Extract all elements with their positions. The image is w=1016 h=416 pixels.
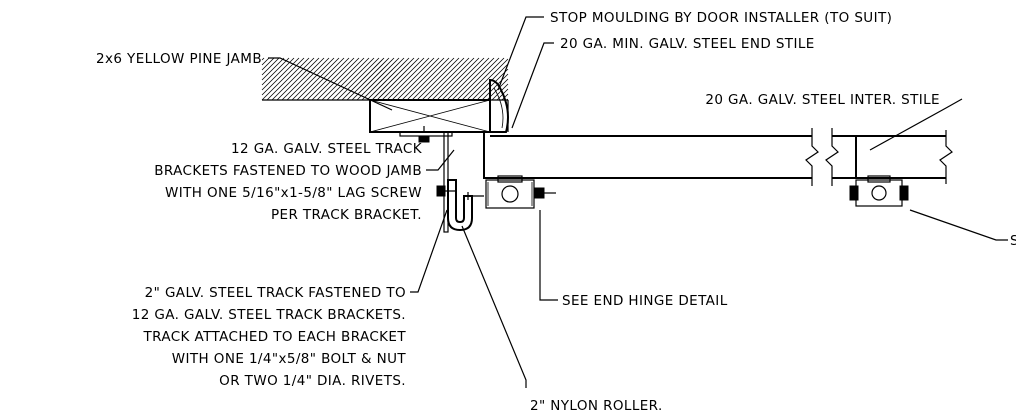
door-panel [484,128,953,186]
leader-lines [268,16,1008,388]
label-brackets-line-2: BRACKETS FASTENED TO WOOD JAMB [154,163,422,179]
track-bracket [399,126,453,233]
label-track-line-4: WITH ONE 1/4"x5/8" BOLT & NUT [172,351,407,367]
label-roller: 2" NYLON ROLLER. [530,398,663,414]
intermediate-hinge [849,175,909,207]
label-track-line-5: OR TWO 1/4" DIA. RIVETS. [219,373,406,389]
yellow-pine-jamb [369,99,491,133]
label-track-line-2: 12 GA. GALV. STEEL TRACK BRACKETS. [132,307,406,323]
label-end-stile: 20 GA. MIN. GALV. STEEL END STILE [560,36,815,52]
end-hinge-roller [467,175,556,209]
stop-moulding [489,78,509,133]
label-brackets-line-1: 12 GA. GALV. STEEL TRACK [231,141,423,157]
label-cut-off: S [1010,233,1016,249]
label-brackets-line-3: WITH ONE 5/16"x1-5/8" LAG SCREW [165,185,422,201]
steel-track [436,179,473,232]
label-track-line-3: TRACK ATTACHED TO EACH BRACKET [142,329,406,345]
label-stop-moulding: STOP MOULDING BY DOOR INSTALLER (TO SUIT… [550,10,892,26]
label-track-line-1: 2" GALV. STEEL TRACK FASTENED TO [145,285,406,301]
label-jamb: 2x6 YELLOW PINE JAMB [96,51,262,67]
label-brackets-line-4: PER TRACK BRACKET. [271,207,422,223]
wall-hatching [261,57,509,101]
label-inter-stile: 20 GA. GALV. STEEL INTER. STILE [705,92,940,108]
intermediate-stile [855,135,872,178]
end-stile [483,100,540,179]
label-hinge: SEE END HINGE DETAIL [562,293,728,309]
